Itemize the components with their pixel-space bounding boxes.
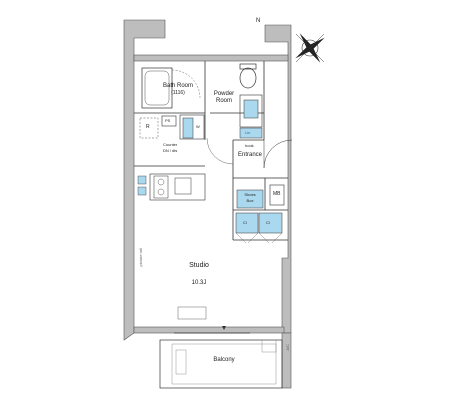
meter-box [269, 184, 285, 206]
closet-door-swings [235, 232, 283, 244]
pipe-space-label: PS [165, 118, 171, 123]
door-marker [222, 326, 226, 330]
washer-box-outline [179, 114, 205, 140]
meter-box-label: MB [273, 191, 281, 197]
appliance-blue-1 [137, 175, 147, 185]
washer-label: W [196, 124, 200, 129]
counter-label-1: Counter [163, 142, 178, 147]
refrigerator-label: R [146, 124, 150, 130]
interior-door-swing [206, 137, 234, 165]
bathtub-inner [144, 70, 170, 106]
window-sill [177, 306, 207, 320]
kitchen-counter [149, 173, 206, 201]
hook-label: hook [245, 143, 254, 148]
exterior-walls [123, 19, 292, 389]
closet-left [235, 212, 259, 234]
balcony-label: Balcony [213, 357, 235, 363]
burner [157, 178, 165, 186]
ps-box [161, 115, 177, 127]
stove [153, 175, 169, 199]
kitchen-sink [174, 177, 192, 195]
shoes-box-label-2: Box [246, 198, 254, 203]
left-wall [123, 19, 166, 341]
balcony-drain [175, 349, 187, 375]
bottom-wall [133, 326, 285, 334]
powder-room-label-1: Powder [213, 91, 235, 97]
washer-blue [182, 117, 194, 139]
linen-label: Lin [245, 130, 251, 135]
bath-door-swing [171, 69, 201, 99]
entrance-door [263, 139, 293, 169]
entrance-label: Entrance [237, 152, 263, 158]
studio-label: Studio [189, 262, 209, 269]
refrigerator-space [139, 117, 159, 139]
washbasin-counter [239, 94, 263, 128]
counter-label-2: DN / dis [163, 148, 178, 153]
balcony-area [159, 339, 283, 389]
linen-blue [239, 127, 263, 139]
shoes-box-label-1: Shoes [244, 192, 256, 197]
appliance-blue-2 [137, 186, 147, 196]
ac-unit [261, 339, 277, 353]
bathtub [141, 67, 173, 109]
closet-right [258, 212, 283, 234]
sink-blue [243, 99, 259, 119]
bath-size-label: (1116) [171, 90, 185, 96]
toilet-tank [239, 63, 257, 70]
compass-icon [295, 33, 325, 63]
studio-size-label: 10.3J [191, 280, 207, 286]
right-wall [264, 24, 292, 334]
shoes-box [236, 189, 264, 209]
closet-left-label: Cl [243, 220, 247, 225]
balcony-inner [171, 343, 277, 385]
balcony-side-note: A/C [285, 344, 290, 351]
wall-side-note: picture rail [138, 248, 143, 267]
interior-walls [134, 61, 288, 241]
top-wall [133, 54, 289, 62]
powder-room-label-2: Room [215, 98, 233, 104]
toilet-bowl [239, 67, 257, 89]
compass-north-label: N [256, 18, 261, 24]
bath-room-label: Bath Room [162, 83, 194, 89]
burner [157, 188, 165, 196]
closet-right-label: Cl [266, 220, 270, 225]
balcony-side-wall [281, 332, 292, 389]
